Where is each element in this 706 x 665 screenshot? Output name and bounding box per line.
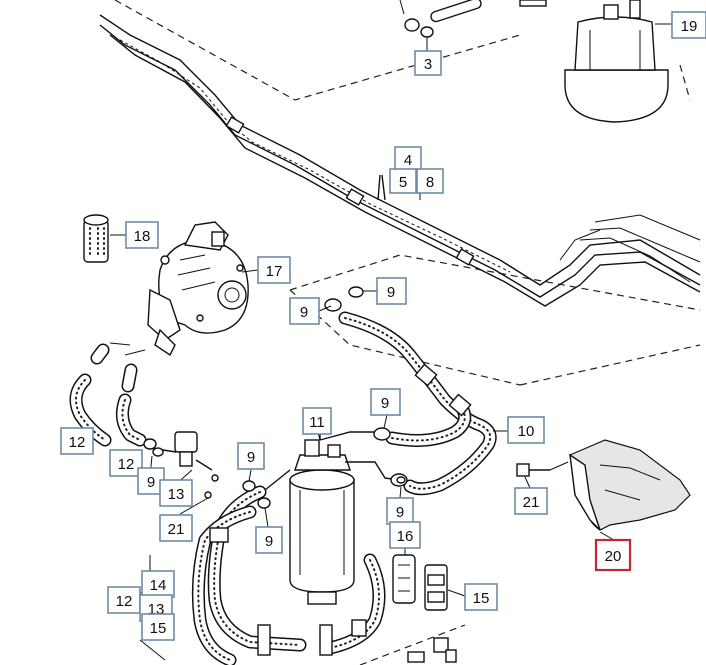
callout-9-upper-right-label: 9 <box>381 395 389 412</box>
callout-15-right[interactable]: 15 <box>464 583 498 611</box>
callout-13-upper[interactable]: 13 <box>159 479 193 507</box>
callout-9-filter-bottom-label: 9 <box>265 533 273 550</box>
hose-holder-16 <box>392 554 416 604</box>
callout-16-label: 16 <box>397 528 414 545</box>
callout-19[interactable]: 19 <box>671 11 706 39</box>
callout-15-left[interactable]: 15 <box>141 613 175 641</box>
callout-9-valve-label: 9 <box>147 474 155 491</box>
callout-8[interactable]: 8 <box>416 168 444 194</box>
callout-11[interactable]: 11 <box>302 407 332 435</box>
callout-10[interactable]: 10 <box>507 416 545 444</box>
callout-12-upper-label: 12 <box>69 434 86 451</box>
callout-18-label: 18 <box>134 228 151 245</box>
small-hose-segments <box>69 342 147 447</box>
hose-clips <box>242 476 406 509</box>
callout-9-hose-top-label: 9 <box>387 284 395 301</box>
callout-9-hose-left-label: 9 <box>300 304 308 321</box>
callout-8-label: 8 <box>426 174 434 191</box>
callout-20-highlighted[interactable]: 20 <box>594 538 632 572</box>
callout-14-label: 14 <box>150 577 167 594</box>
callout-12-middle-label: 12 <box>118 456 135 473</box>
callout-17-label: 17 <box>266 263 283 280</box>
bolt-21-right <box>516 461 569 477</box>
diesel-fuel-filter-housing <box>264 410 399 605</box>
callout-13-upper-label: 13 <box>168 486 185 503</box>
callout-9-filter-top-label: 9 <box>247 449 255 466</box>
callout-9-filter-bottom[interactable]: 9 <box>255 526 283 554</box>
fuel-hose-10 <box>324 286 497 496</box>
fuel-hose-lower-bundle <box>139 485 386 665</box>
callout-9-hose-left[interactable]: 9 <box>289 297 320 325</box>
fuel-filter-element <box>83 214 109 263</box>
callout-21-left-label: 21 <box>168 521 185 538</box>
callout-3[interactable]: 3 <box>414 50 442 76</box>
callout-21-right[interactable]: 21 <box>514 487 548 515</box>
callout-19-label: 19 <box>681 18 698 35</box>
tube-connector-top <box>399 0 547 50</box>
pressure-valve <box>143 431 219 499</box>
bolt-bottom <box>407 637 457 663</box>
dashed-assembly-outline-top <box>114 0 691 101</box>
callout-12-lower[interactable]: 12 <box>107 586 141 614</box>
callout-21-right-label: 21 <box>523 494 540 511</box>
callout-9-upper-right[interactable]: 9 <box>370 388 401 416</box>
callout-18[interactable]: 18 <box>125 221 159 249</box>
callout-17[interactable]: 17 <box>257 256 291 284</box>
callout-16[interactable]: 16 <box>389 521 421 549</box>
callout-15-right-label: 15 <box>473 590 490 607</box>
callout-4[interactable]: 4 <box>394 146 422 172</box>
callout-12-lower-label: 12 <box>116 593 133 610</box>
callout-11-label: 11 <box>309 414 325 431</box>
callout-9-hose-top[interactable]: 9 <box>376 277 407 305</box>
callout-10-label: 10 <box>518 423 535 440</box>
callout-21-left[interactable]: 21 <box>159 514 193 542</box>
underbody-fuel-lines <box>99 14 701 307</box>
callout-3-label: 3 <box>424 56 432 73</box>
heat-shield <box>569 439 691 531</box>
callout-14[interactable]: 14 <box>141 570 175 598</box>
callout-9-filter-top[interactable]: 9 <box>237 442 265 470</box>
callout-15-left-label: 15 <box>150 620 167 637</box>
callout-5[interactable]: 5 <box>389 168 417 194</box>
callout-5-label: 5 <box>399 174 407 191</box>
callout-9-lower-right-label: 9 <box>396 504 404 521</box>
injection-pump <box>147 221 249 357</box>
callout-9-lower-right[interactable]: 9 <box>386 497 414 525</box>
fuel-pump-module <box>564 0 672 123</box>
callout-12-upper[interactable]: 12 <box>60 427 94 455</box>
callout-12-middle[interactable]: 12 <box>109 449 143 477</box>
callout-4-label: 4 <box>404 152 412 169</box>
callout-20-label: 20 <box>605 548 622 565</box>
dashed-assembly-outline-bottom <box>359 624 466 665</box>
hose-holder-15 <box>424 564 448 611</box>
